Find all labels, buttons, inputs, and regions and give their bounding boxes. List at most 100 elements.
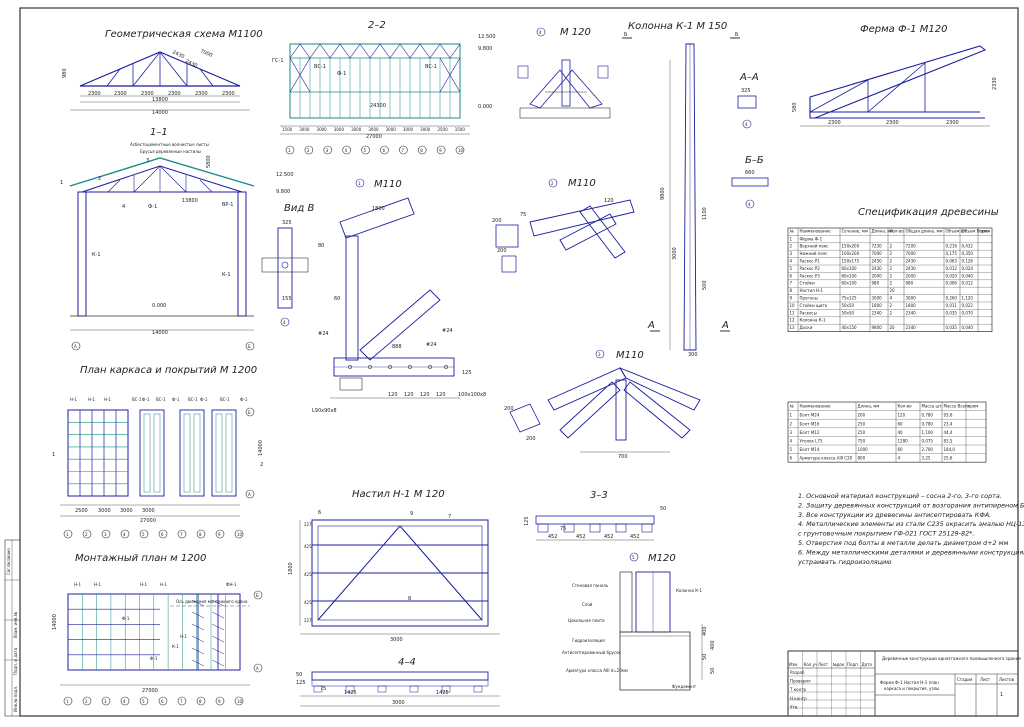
spec-wood-cell: 2000 bbox=[906, 273, 917, 278]
s44-h3: 75 bbox=[320, 686, 326, 692]
spec-metal-cell: 250 bbox=[858, 430, 866, 435]
spec-wood-cell: 8 bbox=[790, 288, 793, 293]
spec-metal-cell: Уголок L75 bbox=[800, 439, 823, 444]
spec-wood-cell: 0,063 bbox=[946, 259, 958, 264]
side-stamp-3: Взам. инв.№ bbox=[13, 612, 18, 638]
spec-wood-cell: 150х200 bbox=[842, 244, 860, 249]
h1-label-3: 9 bbox=[410, 511, 413, 517]
s44-dim-0: 1425 bbox=[344, 690, 357, 696]
mp-hatch bbox=[191, 659, 205, 667]
spec-wood-cell: 60х100 bbox=[842, 266, 858, 271]
spec-wood-cell: 9 bbox=[790, 296, 793, 301]
m120b-dim-1: 50 bbox=[702, 654, 708, 660]
m1101-dim-4: #24 bbox=[318, 331, 329, 337]
s33-n: 50 bbox=[660, 506, 666, 512]
spec-wood-cell: 0,012 bbox=[946, 266, 958, 271]
f1-span-0: 2300 bbox=[828, 120, 841, 126]
fp-row-1: А bbox=[248, 492, 251, 497]
spec-wood-cell: 2430 bbox=[906, 266, 917, 271]
h1-length: 3000 bbox=[390, 637, 403, 643]
general-notes: 1. Основной материал конструкций – сосна… bbox=[797, 492, 1024, 566]
s22-axis-label: 7 bbox=[401, 148, 404, 153]
s11-label-6: К-1 bbox=[92, 252, 101, 258]
frame-plan: План каркаса и покрытий М 1200 2500 3000… bbox=[52, 365, 264, 539]
gs-dim-2: 7000 bbox=[199, 48, 213, 58]
spec-metal-cell: 3,25 bbox=[922, 456, 931, 461]
spec-wood-cell: 980 bbox=[872, 281, 880, 286]
spec-metal-cell: 2,700 bbox=[922, 447, 934, 452]
k1-cut-left: А bbox=[647, 320, 655, 331]
spec-wood-cell: 2 bbox=[890, 273, 893, 278]
spec-wood-header: Наименование bbox=[800, 228, 832, 233]
s22-span-dim: 3000 bbox=[317, 127, 328, 132]
fp-axis-label: 6 bbox=[161, 532, 164, 537]
spec-metal-cell: 184,0 bbox=[944, 447, 956, 452]
gs-span-0: 2300 bbox=[88, 91, 101, 97]
h1-dim-3: 425 bbox=[304, 600, 312, 605]
s33-h: 75 bbox=[560, 526, 566, 532]
s33-block bbox=[589, 523, 601, 533]
stamp-header: Подп. bbox=[847, 662, 859, 667]
viewb-title: Вид В bbox=[284, 203, 314, 214]
s22-span-dim: 3000 bbox=[420, 127, 431, 132]
spec-wood-cell: 0,035 bbox=[946, 325, 958, 330]
k1-dim-2: 1100 bbox=[702, 207, 708, 220]
s22-label-3: Ф-1 bbox=[337, 71, 346, 77]
fp-label: Ф-1 bbox=[240, 397, 248, 402]
fp-row-0: Б bbox=[248, 410, 251, 415]
s33-block bbox=[537, 523, 549, 533]
bolt-mark bbox=[428, 365, 432, 369]
mp-axis-bubble bbox=[177, 696, 187, 706]
side-stamp-1: Инв.№ подл. bbox=[13, 686, 18, 712]
spec-metal-cell: 1280 bbox=[898, 439, 909, 444]
detail-m110-3: 3 М110 200 200 700 bbox=[504, 349, 701, 460]
spec-metal-header: прим bbox=[968, 404, 979, 409]
s11-label-3: 4 bbox=[122, 204, 125, 210]
m1101-title: М110 bbox=[374, 179, 402, 190]
stamp-header: №док bbox=[833, 662, 845, 667]
fp-axis-label: 10 bbox=[237, 532, 243, 537]
side-stamp-2: Подп. и дата bbox=[13, 647, 18, 675]
spec-wood-cell: 20 bbox=[890, 325, 896, 330]
spec-wood-cell: 2 bbox=[890, 259, 893, 264]
spec-wood-cell: Верхний пояс bbox=[800, 244, 829, 249]
spec-wood-cell: 7200 bbox=[906, 244, 917, 249]
m1102-dim-3: 120 bbox=[604, 198, 614, 204]
stamp-role: Н.контр bbox=[790, 696, 807, 701]
fp-label: ВС-1 bbox=[132, 397, 142, 402]
s44-h1: 50 bbox=[296, 672, 302, 678]
stamp-listov: Листов bbox=[999, 677, 1015, 682]
s22-axis-label: 4 bbox=[345, 148, 348, 153]
fp-label: Н-1 bbox=[104, 397, 111, 402]
fp-axis-bubble bbox=[177, 529, 187, 539]
m1102-num: 2 bbox=[551, 181, 554, 186]
spec-metal-cell: Болт М16 bbox=[800, 421, 820, 426]
mp-hatch bbox=[211, 611, 225, 619]
s22-axis-bubble bbox=[455, 145, 465, 155]
detail-m120-a: 4 М 120 bbox=[517, 27, 611, 119]
spec-wood-cell: 2 bbox=[890, 303, 893, 308]
fp-axis-label: 1 bbox=[66, 532, 69, 537]
mp-hatch bbox=[191, 623, 205, 631]
m1103-dim-0: 200 bbox=[504, 406, 514, 412]
mp-axis-bubble bbox=[82, 696, 92, 706]
m120b-label-3: Цокольная плита bbox=[568, 618, 605, 623]
spec-metal-header: Масса шт. bbox=[922, 404, 943, 409]
spec-wood-cell: 100х200 bbox=[842, 251, 860, 256]
spec-wood-cell: 0,022 bbox=[962, 303, 974, 308]
spec-metal-cell: 83,5 bbox=[944, 439, 953, 444]
spec-metal-cell: 0,780 bbox=[922, 413, 934, 418]
geometric-scheme-title: Геометрическая схема М1100 bbox=[105, 29, 263, 40]
note-line: 1. Основной материал конструкций – сосна… bbox=[798, 492, 1002, 500]
section-4-4: 4–4 1425 1425 3000 50 125 75 bbox=[296, 657, 500, 707]
spec-wood-header: Объем Всего bbox=[962, 228, 990, 233]
s22-total: 27000 bbox=[366, 134, 382, 140]
mp-hatch bbox=[191, 635, 205, 643]
spec-metal-header: Длина, мм bbox=[858, 404, 880, 409]
fp-axis-bubble bbox=[120, 529, 130, 539]
spec-wood-cell: 11 bbox=[790, 310, 796, 315]
bb-num: 4 bbox=[748, 202, 751, 207]
s22-axis-bubble bbox=[399, 145, 408, 155]
